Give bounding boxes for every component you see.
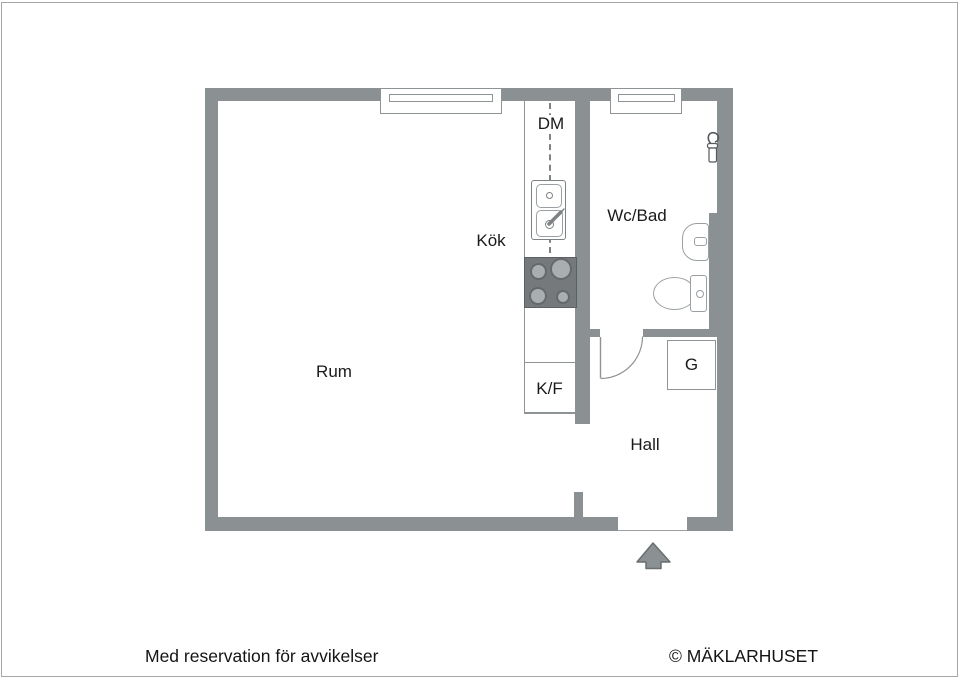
burner-icon bbox=[529, 262, 547, 280]
kitchen-sink-icon bbox=[531, 180, 566, 240]
wardrobe-label: G bbox=[684, 355, 699, 374]
fridge-freezer-label: K/F bbox=[536, 378, 563, 398]
bathroom-door-arc bbox=[600, 336, 644, 380]
washbasin-drain-icon bbox=[694, 237, 707, 246]
counter-divider-line bbox=[524, 362, 575, 363]
copyright-text: © MÄKLARHUSET bbox=[669, 646, 819, 666]
wall-entry-stub bbox=[574, 492, 583, 517]
toilet-bowl-icon bbox=[653, 277, 696, 310]
entry-arrow-icon bbox=[636, 542, 671, 570]
wall-right-lower bbox=[717, 337, 733, 531]
wall-kitchen-partition bbox=[575, 101, 590, 424]
toilet-flush-button-icon bbox=[695, 290, 704, 298]
wall-bottom-left bbox=[205, 517, 618, 531]
window-glass bbox=[618, 94, 675, 102]
burner-icon bbox=[549, 258, 572, 280]
kitchen-centerline bbox=[549, 103, 551, 253]
room-label-hall: Hall bbox=[630, 435, 660, 454]
wall-left bbox=[205, 88, 218, 531]
burner-icon bbox=[556, 290, 570, 304]
window-bathroom bbox=[610, 88, 682, 114]
burner-icon bbox=[529, 287, 547, 305]
window-living-room bbox=[380, 88, 502, 114]
faucet-base-icon bbox=[545, 220, 554, 229]
window-glass bbox=[389, 94, 493, 102]
wall-bathroom-bottom-right bbox=[643, 329, 717, 337]
sink-drain-icon bbox=[546, 192, 553, 199]
wall-right-upper bbox=[717, 88, 733, 214]
room-label-rum: Rum bbox=[316, 362, 352, 381]
room-label-kok: Kök bbox=[476, 231, 506, 250]
wardrobe-box: G bbox=[667, 340, 716, 390]
sink-basin-upper bbox=[536, 184, 562, 208]
room-label-wcbad: Wc/Bad bbox=[607, 206, 667, 225]
wall-bathroom-bottom-left bbox=[589, 329, 600, 337]
disclaimer-text: Med reservation för avvikelser bbox=[145, 646, 379, 666]
fridge-freezer-box: K/F bbox=[524, 363, 575, 414]
wall-right-bathroom-notch bbox=[709, 213, 733, 337]
label-dishwasher: DM bbox=[534, 114, 568, 134]
